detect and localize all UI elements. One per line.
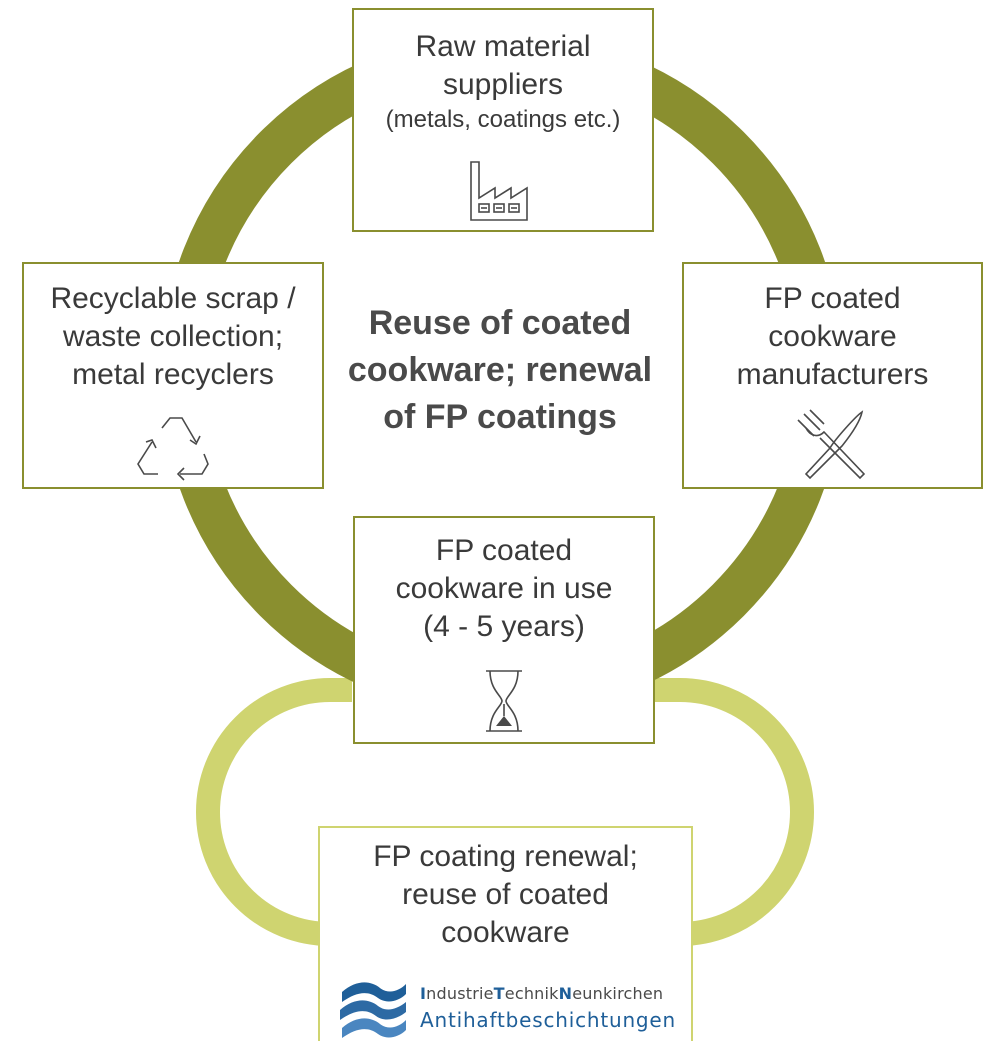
logo-initial-i: I (420, 984, 427, 1003)
waves-logo-icon (340, 982, 406, 1038)
node-renewal-line-1: FP coating renewal; (373, 840, 638, 873)
node-coating-renewal: FP coating renewal; reuse of coated cook… (318, 826, 693, 1041)
logo-line-2: Antihaftbeschichtungen (420, 1008, 677, 1032)
itn-logo: IndustrieTechnikNeunkirchen Antihaftbesc… (336, 978, 686, 1042)
node-raw-material-suppliers: Raw material suppliers (metals, coatings… (352, 8, 654, 232)
renewal-loop-left-arc (196, 678, 352, 946)
node-cookware-in-use: FP coated cookware in use (4 - 5 years) (353, 516, 655, 744)
logo-initial-t: T (493, 984, 505, 1003)
center-title-line-3: of FP coatings (383, 398, 617, 436)
factory-icon (467, 158, 539, 222)
logo-rest-echnik: echnik (504, 984, 559, 1003)
node-in-use-line-3: (4 - 5 years) (423, 610, 585, 643)
logo-line-1: IndustrieTechnikNeunkirchen (420, 984, 663, 1003)
node-renewal-line-2: reuse of coated (402, 878, 609, 911)
logo-rest-ndustrie: ndustrie (426, 984, 494, 1003)
node-recyclers-line-3: metal recyclers (72, 358, 274, 391)
recycle-icon (134, 414, 212, 482)
center-title: Reuse of coated cookware; renewal of FP … (300, 300, 700, 441)
node-cookware-manufacturers: FP coated cookware manufacturers (682, 262, 983, 489)
renewal-loop-right-arc (655, 678, 814, 946)
logo-initial-n: N (558, 984, 573, 1003)
node-raw-material-line-2: suppliers (442, 68, 564, 101)
center-title-line-2: cookware; renewal (347, 351, 653, 389)
node-raw-material-sub: (metals, coatings etc.) (385, 106, 621, 133)
node-manufacturers-line-2: cookware (768, 320, 897, 353)
center-title-line-1: Reuse of coated (368, 304, 632, 342)
node-raw-material-line-1: Raw material (415, 30, 591, 63)
node-manufacturers-line-1: FP coated (764, 282, 901, 315)
hourglass-icon (484, 668, 524, 734)
fork-knife-icon (796, 408, 870, 480)
node-in-use-line-2: cookware in use (395, 572, 613, 605)
node-recyclers-line-1: Recyclable scrap / (50, 282, 296, 315)
node-manufacturers-line-3: manufacturers (736, 358, 929, 391)
node-renewal-line-3: cookware (441, 916, 570, 949)
logo-rest-eunkirchen: eunkirchen (572, 984, 664, 1003)
node-in-use-line-1: FP coated (435, 534, 573, 567)
node-recyclers-line-2: waste collection; (62, 320, 284, 353)
node-recyclers: Recyclable scrap / waste collection; met… (22, 262, 324, 489)
